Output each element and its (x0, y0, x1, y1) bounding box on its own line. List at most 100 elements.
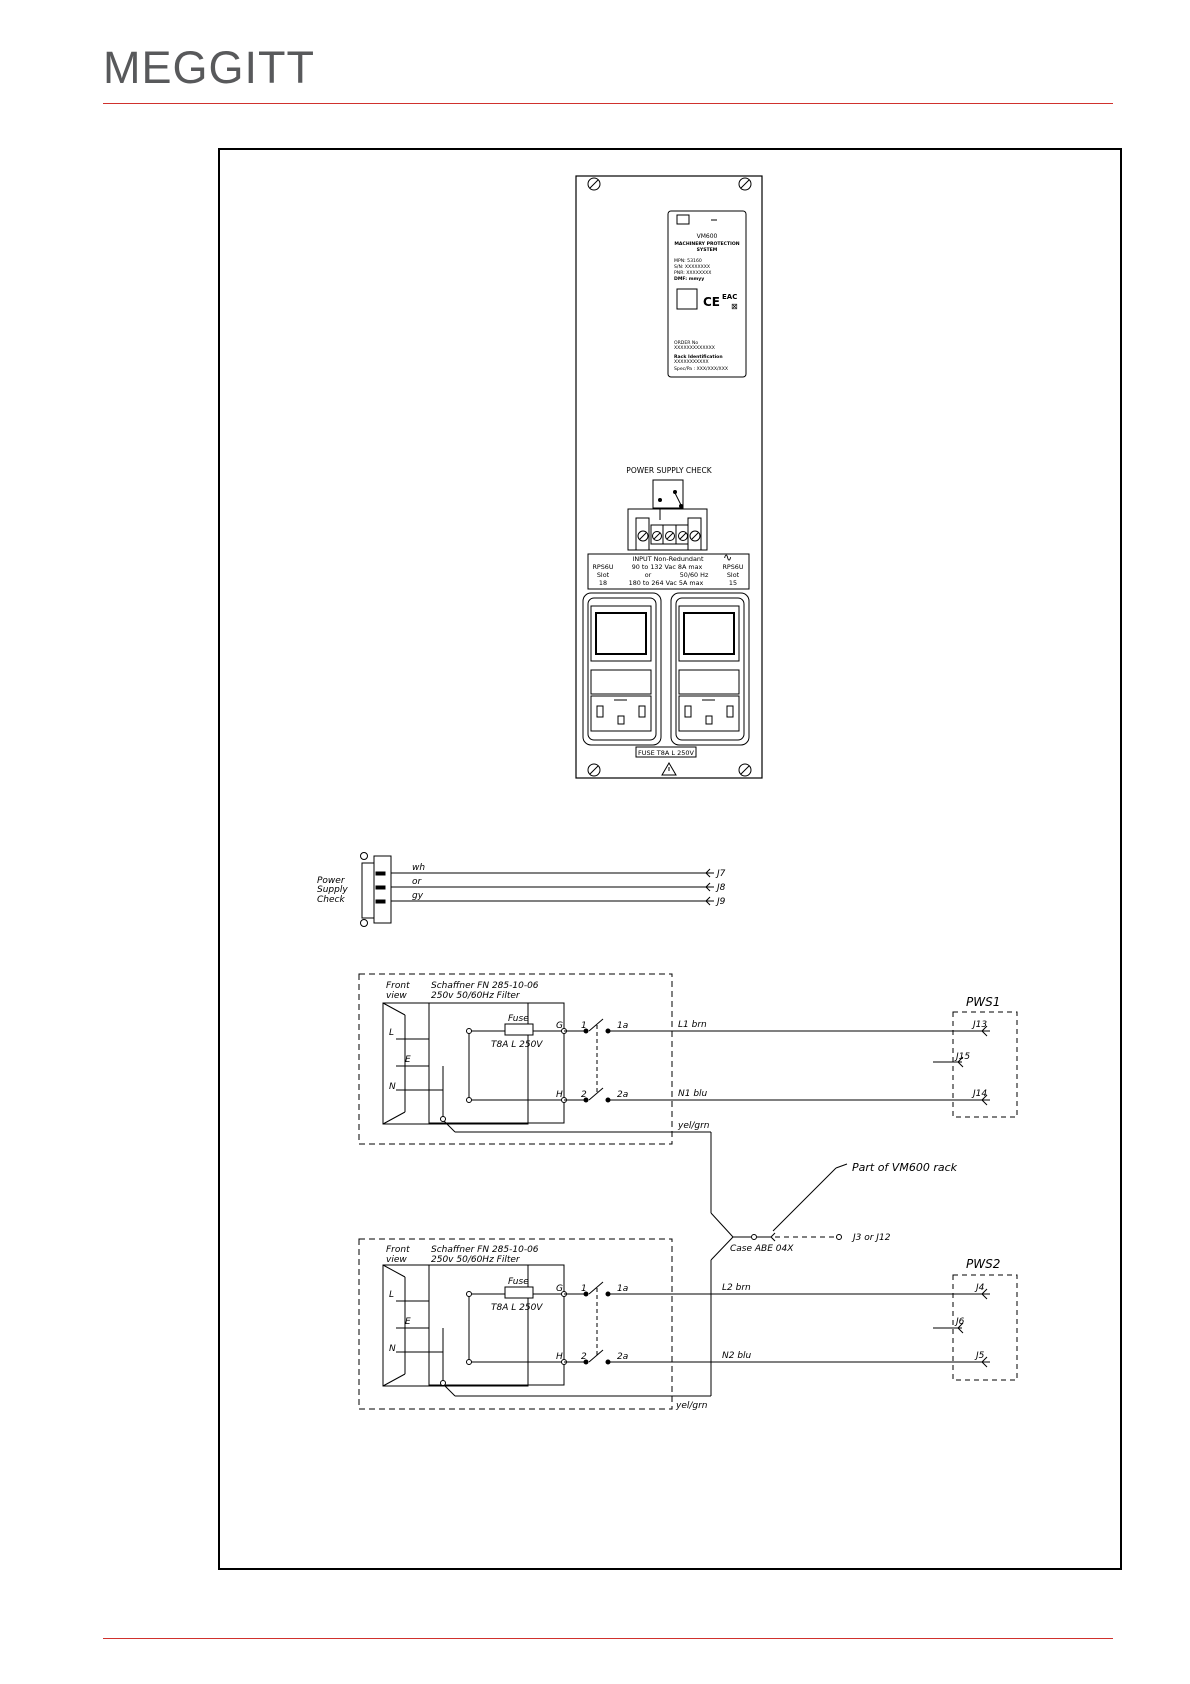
switch-icon (588, 1087, 604, 1101)
psc-title-2: Supply (317, 885, 348, 895)
filter-1-schematic: Front view Schaffner FN 285-10-06 250v 5… (358, 973, 1018, 1238)
f2-front-1: Front (386, 1245, 410, 1255)
f2-g: G (556, 1284, 563, 1294)
f2-h: H (556, 1352, 563, 1362)
rps-left: RPS6U (592, 563, 613, 571)
f1-h: H (556, 1090, 563, 1100)
voltage-or: or (645, 571, 652, 579)
wire-label-gy: gy (412, 891, 424, 901)
label-rack-id: Rack Identification (674, 354, 723, 360)
f1-j14: J14 (971, 1089, 987, 1099)
rack-part-label: Part of VM600 rack (852, 1161, 958, 1174)
f1-sw1a: 1a (617, 1021, 628, 1031)
f1-pin-l: L (389, 1028, 394, 1038)
footer-rule (103, 1638, 1113, 1639)
f1-fuse-rating: T8A L 250V (491, 1040, 543, 1050)
filter-2-schematic: Front view Schaffner FN 285-10-06 250v 5… (358, 1238, 1018, 1411)
f1-j15: J15 (954, 1052, 970, 1062)
switch-icon (588, 1349, 604, 1363)
label-rack-val: XXXXXXXXXXX (674, 359, 709, 365)
f2-model: Schaffner FN 285-10-06 (431, 1245, 539, 1255)
screw-icon (689, 530, 701, 542)
terminal-j7: J7 (715, 869, 726, 879)
f1-g: G (556, 1021, 563, 1031)
warning-triangle-icon (661, 762, 677, 776)
label-dmf: DMF: mmyy (674, 276, 704, 282)
f2-sw2: 2 (581, 1352, 587, 1362)
switch-icon (588, 1018, 604, 1032)
wire-label-or: or (412, 877, 423, 887)
f1-sw2a: 2a (617, 1090, 628, 1100)
f1-pin-e: E (405, 1055, 411, 1065)
label-mpn: MPN: 53160 (674, 258, 702, 264)
f2-earth: yel/grn (675, 1401, 708, 1411)
screw-icon (587, 177, 601, 191)
f1-earth: yel/grn (677, 1121, 710, 1131)
f1-neutral: N1 blu (678, 1089, 708, 1099)
label-pnr: PNR: XXXXXXXX (674, 270, 711, 276)
f1-spec: 250v 50/60Hz Filter (431, 991, 521, 1001)
product-label-text: VM600 MACHINERY PROTECTION SYSTEM MPN: 5… (674, 233, 740, 372)
fuse-label-box (635, 746, 697, 758)
rack-jack: J3 or J12 (851, 1233, 891, 1243)
label-sn: S/N: XXXXXXXX (674, 264, 710, 270)
slot-left-num: 18 (599, 579, 607, 587)
weee-bin-icon: ⊠ (731, 302, 738, 311)
fuse-icon (504, 1286, 534, 1299)
pws2-label: PWS2 (966, 1257, 1000, 1271)
filter-2-enclosure (358, 1238, 673, 1410)
f1-front-1: Front (386, 981, 410, 991)
f1-pin-n: N (389, 1082, 396, 1092)
pws1-box (952, 1011, 1018, 1118)
screw-icon (587, 763, 601, 777)
eac-mark-icon: EAC (722, 293, 737, 301)
switch-icon (588, 1281, 604, 1295)
power-switch-icon[interactable] (683, 612, 735, 655)
power-entry-module-right (670, 592, 750, 746)
f2-pin-n: N (389, 1344, 396, 1354)
wire-label-wh: wh (412, 863, 425, 873)
rack-earth (710, 1163, 848, 1261)
voltage-range-1: 90 to 132 Vac 8A max (632, 563, 703, 571)
mount-hole-icon (360, 852, 368, 860)
filter-1-enclosure (358, 973, 673, 1145)
pws1-label: PWS1 (966, 995, 1000, 1009)
power-switch-icon[interactable] (595, 612, 647, 655)
f1-sw1: 1 (581, 1021, 587, 1031)
screw-icon (678, 531, 688, 541)
f2-sw1: 1 (581, 1284, 587, 1294)
ce-mark-icon: CE (703, 295, 720, 309)
label-spec: Spec/Pa : XXX/XXX/XXX (674, 366, 728, 372)
input-title: INPUT Non-Redundant (633, 555, 704, 563)
terminal-j9: J9 (715, 897, 726, 907)
iec-inlet-icon (678, 695, 740, 732)
f2-j4: J4 (974, 1283, 985, 1293)
f2-front-2: view (386, 1255, 407, 1265)
label-line2: SYSTEM (697, 247, 718, 253)
f2-neutral: N2 blu (722, 1351, 752, 1361)
screw-icon (738, 177, 752, 191)
meggitt-logo: MEGGITT (103, 42, 315, 93)
f2-spec: 250v 50/60Hz Filter (431, 1255, 521, 1265)
fuse-icon (504, 1023, 534, 1036)
f1-sw2: 2 (581, 1090, 587, 1100)
f2-j6: J6 (954, 1317, 965, 1327)
f2-fuse-rating: T8A L 250V (491, 1303, 543, 1313)
label-order: ORDER No (674, 340, 698, 346)
psc-terminal-block (627, 479, 708, 551)
psc-heading: POWER SUPPLY CHECK (626, 466, 712, 475)
f1-fuse: Fuse (508, 1014, 529, 1024)
f1-model: Schaffner FN 285-10-06 (431, 981, 539, 991)
ac-symbol-icon: ∿ (723, 551, 732, 564)
header-rule (103, 103, 1113, 104)
f2-j5: J5 (974, 1351, 985, 1361)
psc-connector (360, 852, 714, 927)
mount-hole-icon (360, 919, 368, 927)
screw-icon (637, 530, 649, 542)
screw-icon (652, 531, 662, 541)
fuse-label: FUSE T8A L 250V (638, 749, 695, 757)
frequency: 50/60 Hz (680, 571, 709, 579)
screw-icon (665, 531, 675, 541)
rack-case: Case ABE 04X (730, 1244, 794, 1254)
